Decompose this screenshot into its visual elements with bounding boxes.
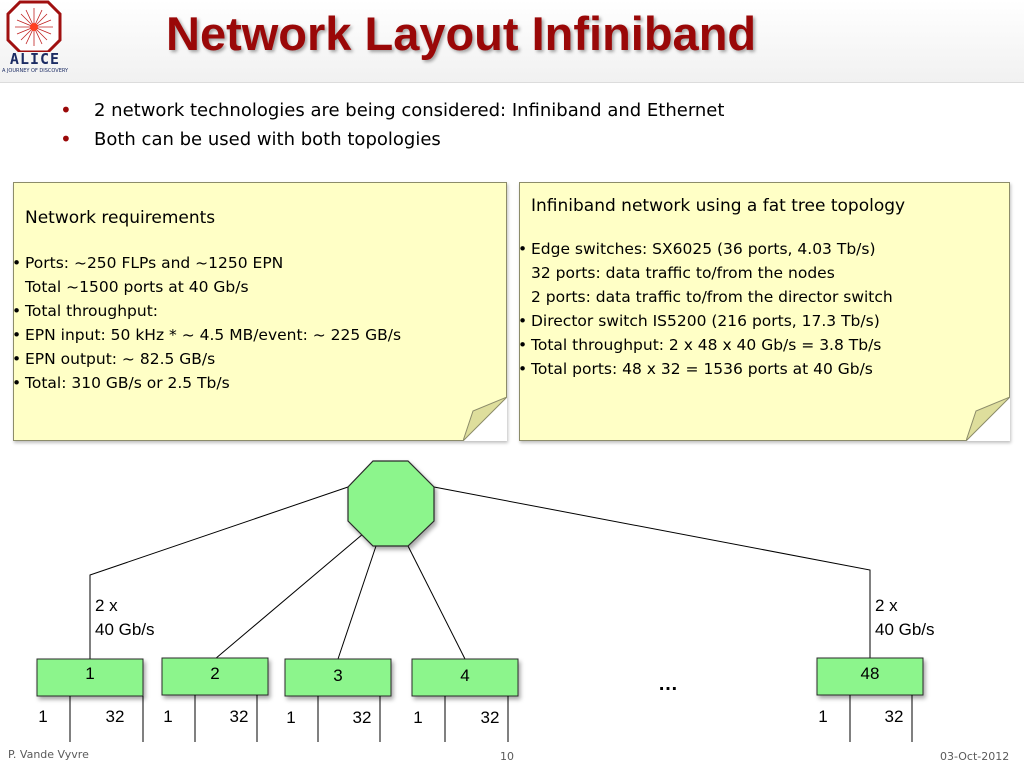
fat-tree-list: Edge switches: SX6025 (36 ports, 4.03 Tb… — [518, 237, 1009, 381]
director-switch-octagon — [347, 460, 435, 547]
edge-switch-3: 3 1 32 — [284, 658, 392, 742]
port-last-label: 32 — [106, 707, 125, 726]
uplink-line — [89, 486, 349, 659]
list-item: Edge switches: SX6025 (36 ports, 4.03 Tb… — [518, 237, 1009, 261]
port-last-label: 32 — [230, 707, 249, 726]
list-item: Total: 310 GB/s or 2.5 Tb/s — [12, 371, 506, 395]
switch-box — [411, 658, 519, 697]
list-item: 2 ports: data traffic to/from the direct… — [531, 288, 893, 306]
link-label-right-count: 2 x — [875, 596, 898, 615]
footer-page-number: 10 — [500, 750, 514, 763]
list-item: Director switch IS5200 (216 ports, 17.3 … — [518, 309, 1009, 333]
list-item: Total throughput: — [12, 299, 506, 323]
switch-label: 2 — [210, 664, 219, 683]
fat-tree-heading: Infiniband network using a fat tree topo… — [531, 196, 906, 216]
footer-author: P. Vande Vyvre — [8, 748, 89, 761]
edge-switch-48: 48 1 32 — [816, 657, 924, 742]
slide-title: Network Layout Infiniband — [166, 7, 757, 60]
list-item: EPN output: ~ 82.5 GB/s — [12, 347, 506, 371]
logo-tagline: A JOURNEY OF DISCOVERY — [1, 68, 69, 74]
uplink-line — [337, 545, 377, 660]
switch-label: 3 — [333, 666, 342, 685]
requirements-heading: Network requirements — [25, 208, 216, 228]
port-last-label: 32 — [885, 707, 904, 726]
switch-label: 48 — [861, 664, 880, 683]
port-first-label: 1 — [818, 707, 827, 726]
requirements-list: Ports: ~250 FLPs and ~1250 EPN Total ~15… — [12, 251, 506, 323]
requirements-note: Network requirements Ports: ~250 FLPs an… — [12, 182, 507, 441]
switch-label: 4 — [460, 666, 469, 685]
list-item: 32 ports: data traffic to/from the nodes — [531, 264, 835, 282]
port-first-label: 1 — [286, 708, 295, 727]
uplink-line — [407, 545, 466, 660]
edge-switch-4: 4 1 32 — [411, 658, 519, 742]
link-label-left-speed: 40 Gb/s — [95, 620, 155, 639]
intro-bullets: 2 network technologies are being conside… — [60, 96, 724, 154]
switch-label: 1 — [85, 664, 94, 683]
uplink-line — [433, 486, 871, 659]
port-last-label: 32 — [481, 708, 500, 727]
uplinks — [89, 486, 871, 660]
footer-date: 03-Oct-2012 — [940, 750, 1010, 763]
uplink-line — [214, 527, 371, 660]
switch-box — [284, 658, 392, 697]
bullet-item: Both can be used with both topologies — [60, 125, 724, 154]
port-first-label: 1 — [413, 708, 422, 727]
list-item: Total ~1500 ports at 40 Gb/s — [25, 278, 249, 296]
alice-logo: ALICE A JOURNEY OF DISCOVERY — [0, 0, 72, 82]
logo-name: ALICE — [9, 50, 61, 68]
list-item: Total throughput: 2 x 48 x 40 Gb/s = 3.8… — [518, 333, 1009, 357]
list-item: Total ports: 48 x 32 = 1536 ports at 40 … — [518, 357, 1009, 381]
port-first-label: 1 — [163, 707, 172, 726]
slide-header: ALICE A JOURNEY OF DISCOVERY Network Lay… — [0, 0, 1024, 83]
switch-box — [816, 657, 924, 696]
port-first-label: 1 — [38, 707, 47, 726]
link-label-right-speed: 40 Gb/s — [875, 620, 935, 639]
bullet-item: 2 network technologies are being conside… — [60, 96, 724, 125]
list-item: Ports: ~250 FLPs and ~1250 EPN — [12, 251, 506, 275]
page-curl-icon — [463, 397, 507, 441]
more-switches-ellipsis: … — [658, 673, 678, 695]
list-item: EPN input: 50 kHz * ~ 4.5 MB/event: ~ 22… — [12, 323, 506, 347]
edge-switch-2: 2 1 32 — [161, 657, 269, 742]
switch-box — [36, 658, 144, 697]
throughput-list: EPN input: 50 kHz * ~ 4.5 MB/event: ~ 22… — [12, 323, 506, 395]
fat-tree-note: Infiniband network using a fat tree topo… — [518, 182, 1010, 441]
edge-switch-1: 1 1 32 — [36, 658, 144, 742]
link-label-left-count: 2 x — [95, 596, 118, 615]
port-last-label: 32 — [353, 708, 372, 727]
page-curl-icon — [966, 397, 1010, 441]
switch-box — [161, 657, 269, 696]
